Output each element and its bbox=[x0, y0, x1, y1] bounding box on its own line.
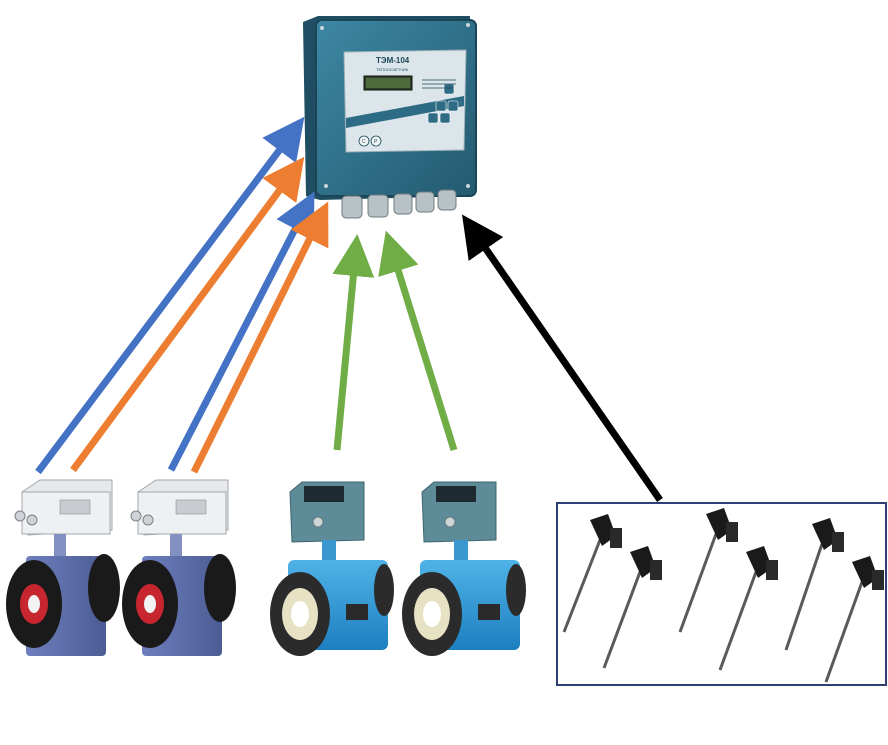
controller-keypad bbox=[427, 83, 459, 124]
heat-meter-controller-icon: ТЭМ-104 ТЕПЛОСЧЕТЧИК С Р bbox=[303, 16, 477, 219]
controller-side-text-lines bbox=[422, 79, 456, 89]
arrow-orange-2 bbox=[190, 201, 329, 474]
arrow-green-1 bbox=[332, 234, 375, 451]
controller-display-screen bbox=[366, 78, 410, 88]
arrow-orange-1 bbox=[70, 156, 305, 473]
arrow-blue-1 bbox=[35, 116, 305, 475]
temperature-probe-icon bbox=[824, 556, 884, 683]
flow-signal-arrows bbox=[35, 116, 663, 502]
electromagnetic-flowmeter-blue-icon bbox=[270, 481, 394, 656]
temperature-probe-icon bbox=[678, 508, 738, 633]
electromagnetic-flowmeter-icon bbox=[122, 479, 236, 656]
controller-button-r: Р bbox=[374, 139, 378, 145]
temperature-probe-icon bbox=[784, 518, 844, 651]
electromagnetic-flowmeter-icon bbox=[6, 479, 120, 656]
arrow-blue-2 bbox=[167, 191, 315, 472]
controller-button-c: С bbox=[362, 139, 366, 145]
controller-cable-glands bbox=[341, 189, 457, 219]
temperature-probe-icon bbox=[718, 546, 778, 671]
temperature-probe-icon bbox=[562, 514, 622, 633]
arrow-black bbox=[462, 214, 663, 502]
controller-sub-label: ТЕПЛОСЧЕТЧИК bbox=[376, 67, 409, 72]
electromagnetic-flowmeter-blue-icon bbox=[402, 481, 526, 656]
controller-model-label: ТЭМ-104 bbox=[376, 56, 410, 65]
temperature-probe-icon bbox=[602, 546, 662, 669]
arrow-green-2 bbox=[378, 230, 458, 452]
